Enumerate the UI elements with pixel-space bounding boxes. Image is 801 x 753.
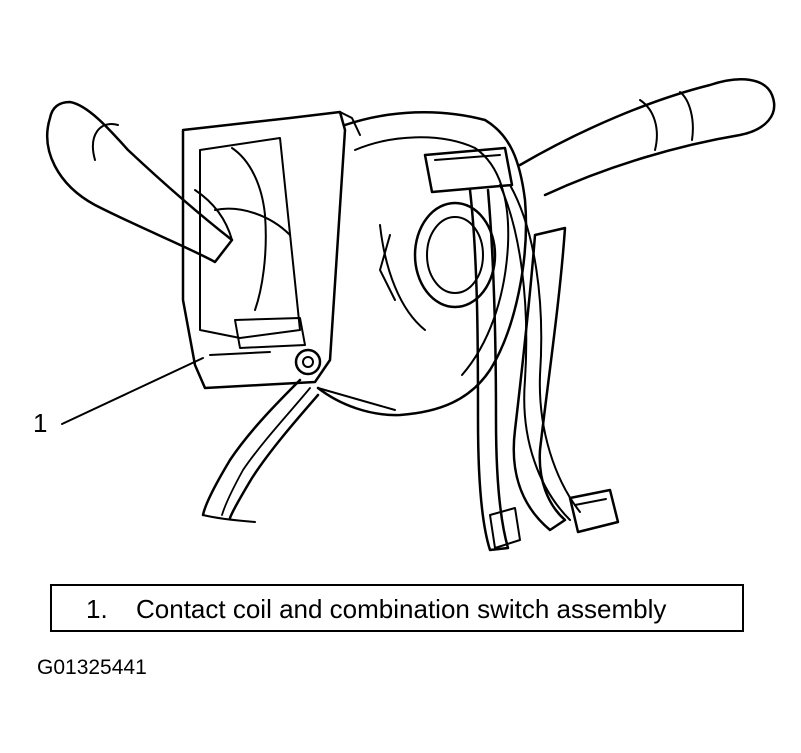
switch-assembly-illustration	[46, 78, 776, 552]
callout-leader-line	[61, 357, 204, 425]
combination-switch-body	[181, 110, 361, 390]
legend-item-text: Contact coil and combination switch asse…	[136, 594, 667, 624]
figure-id: G01325441	[37, 656, 147, 679]
lower-lever	[201, 378, 320, 523]
left-lever	[46, 100, 234, 264]
wire-harness	[468, 184, 581, 552]
legend-item: 1. Contact coil and combination switch as…	[86, 594, 666, 624]
legend-box: 1. Contact coil and combination switch as…	[50, 584, 744, 632]
callout-number-1: 1	[33, 408, 48, 438]
legend-item-number: 1.	[86, 594, 108, 624]
right-lever	[518, 78, 776, 197]
lower-connector	[568, 488, 620, 534]
contact-coil	[316, 110, 528, 417]
top-connector	[423, 146, 514, 194]
